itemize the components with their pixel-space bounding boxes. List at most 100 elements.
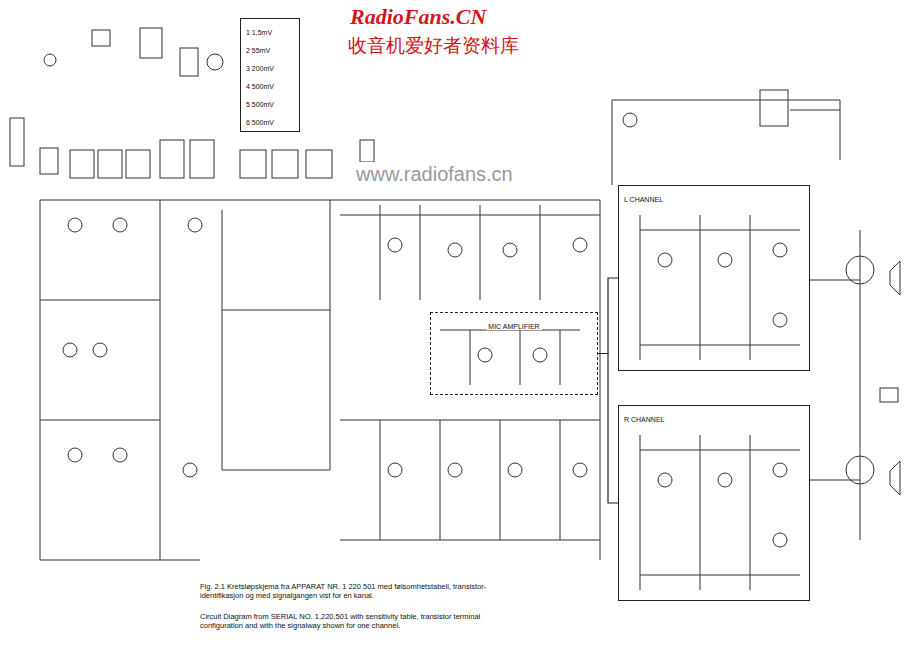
schematic-line	[272, 150, 298, 178]
schematic-line	[140, 28, 162, 58]
channel-box: R CHANNEL	[618, 405, 810, 601]
schematic-line	[40, 300, 160, 301]
transistor-symbol	[63, 343, 77, 357]
mic-amplifier-box: MIC AMPLIFIER	[430, 312, 598, 395]
schematic-line	[890, 461, 900, 495]
transistor-symbol	[68, 218, 82, 232]
schematic-line	[810, 480, 860, 481]
figure-caption: Fig. 2.1 Kretsløpskjema fra APPARAT NR. …	[200, 582, 520, 600]
schematic-line	[360, 140, 374, 162]
text-line: 6 500mV	[244, 111, 296, 129]
schematic-line	[640, 575, 800, 576]
schematic-line	[440, 420, 441, 540]
table-cell: 3 200mV	[244, 65, 276, 72]
schematic-line	[750, 435, 751, 590]
schematic-line	[98, 150, 122, 178]
schematic-line	[40, 420, 160, 421]
schematic-line	[222, 210, 330, 470]
signal-wire	[598, 278, 618, 354]
transistor-symbol	[773, 463, 787, 477]
text-line: 4 500mV	[244, 75, 296, 93]
transistor-symbol	[773, 313, 787, 327]
schematic-line	[612, 100, 613, 185]
watermark: www.radiofans.cn	[356, 162, 513, 186]
node-title: MIC AMPLIFIER	[486, 323, 541, 330]
caption-english: Circuit Diagram from SERIAL NO. 1,220,50…	[200, 612, 520, 630]
schematic-line	[750, 215, 751, 360]
schematic-line	[810, 280, 860, 281]
transistor-symbol	[113, 218, 127, 232]
transistor-symbol	[533, 348, 547, 362]
schematic-line	[700, 435, 701, 590]
node-title: L CHANNEL	[622, 196, 665, 203]
schematic-line	[222, 310, 330, 311]
schematic-line	[640, 450, 800, 451]
text-line: 1 1,5mV	[244, 21, 296, 39]
transistor-symbol	[448, 243, 462, 257]
text-line: 5 500mV	[244, 93, 296, 111]
schematic-line	[700, 215, 701, 360]
schematic-line	[500, 420, 501, 540]
schematic-line	[40, 200, 41, 560]
signal-wire	[598, 354, 618, 504]
schematic-line	[560, 330, 561, 385]
schematic-line	[63, 113, 787, 547]
schematic-line	[10, 118, 24, 166]
transistor-symbol	[658, 473, 672, 487]
schematic-line	[70, 150, 94, 178]
schematic-line	[380, 420, 381, 540]
schematic-line	[40, 560, 200, 561]
schematic-line	[340, 420, 600, 421]
transistor-symbol	[113, 448, 127, 462]
schematic-line	[790, 110, 840, 111]
sensitivity-table: 1 1,5mV2 55mV3 200mV4 500mV5 500mV6 500m…	[240, 18, 300, 132]
schematic-line	[10, 28, 900, 590]
schematic-line	[640, 435, 641, 590]
schematic-line	[306, 150, 332, 178]
schematic-line	[240, 150, 266, 178]
transistor-symbol	[773, 533, 787, 547]
schematic-line	[520, 330, 521, 385]
table-cell: 4 500mV	[244, 83, 276, 90]
schematic-line	[760, 90, 788, 126]
node-title: R CHANNEL	[622, 416, 666, 423]
schematic-line	[330, 200, 331, 470]
schematic-line	[207, 54, 223, 70]
text-line: L CHANNEL	[622, 188, 806, 206]
transistor-symbol	[573, 463, 587, 477]
table-cell: 6 500mV	[244, 119, 276, 126]
schematic-line	[126, 150, 150, 178]
schematic-line	[880, 388, 898, 402]
transistor-symbol	[388, 463, 402, 477]
transistor-symbol	[183, 463, 197, 477]
transistor-symbol	[93, 343, 107, 357]
table-cell: 1 1,5mV	[244, 29, 274, 36]
table-cell: 5 500mV	[244, 101, 276, 108]
schematic-line	[846, 256, 874, 284]
transistor-symbol	[388, 238, 402, 252]
transistor-symbol	[188, 218, 202, 232]
schematic-line	[480, 205, 481, 300]
schematic-line	[640, 345, 800, 346]
schematic-line	[890, 261, 900, 295]
transistor-symbol	[718, 473, 732, 487]
transistor-symbol	[68, 448, 82, 462]
schematic-line	[640, 215, 641, 360]
watermark: RadioFans.CN	[350, 4, 486, 30]
schematic-line	[640, 230, 800, 231]
text-line: MIC AMPLIFIER	[434, 315, 594, 333]
schematic-line	[40, 200, 600, 201]
schematic-line	[340, 215, 600, 216]
transistor-symbol	[448, 463, 462, 477]
watermark: 收音机爱好者资料库	[348, 34, 519, 57]
transistor-symbol	[773, 243, 787, 257]
schematic-line	[180, 48, 198, 76]
transistor-symbol	[508, 463, 522, 477]
transistor-symbol	[503, 243, 517, 257]
schematic-line	[600, 200, 601, 560]
schematic-line	[40, 148, 58, 174]
schematic-line	[612, 100, 840, 101]
transistor-symbol	[623, 113, 637, 127]
channel-box: L CHANNEL	[618, 185, 810, 371]
